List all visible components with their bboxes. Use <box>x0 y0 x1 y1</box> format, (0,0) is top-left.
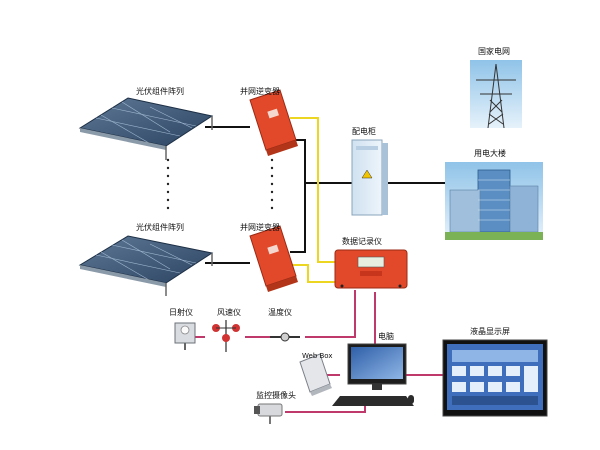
grid-label: 国家电网 <box>478 46 510 57</box>
data-logger-icon <box>335 250 407 288</box>
inverter-bottom-icon <box>250 226 298 292</box>
lcd-display-label: 液晶显示屏 <box>470 326 510 337</box>
computer-icon <box>332 344 414 406</box>
pv-array-bottom-icon <box>80 236 212 296</box>
building-label: 用电大楼 <box>474 148 506 159</box>
pv-array-bottom-label: 光伏组件阵列 <box>136 222 184 233</box>
computer-label: 电脑 <box>378 331 394 342</box>
distribution-cabinet-icon <box>352 140 388 215</box>
data-logger-label: 数据记录仪 <box>342 236 382 247</box>
camera-label: 监控摄像头 <box>256 390 296 401</box>
building-icon <box>445 162 543 240</box>
wind-meter-icon <box>212 320 240 352</box>
distribution-cabinet-label: 配电柜 <box>352 126 376 137</box>
irradiance-meter-icon <box>175 323 195 350</box>
dc-lines <box>205 127 445 263</box>
web-box-icon <box>300 354 332 396</box>
pv-array-top-label: 光伏组件阵列 <box>136 86 184 97</box>
temp-meter-icon <box>270 333 300 341</box>
signal-lines <box>290 118 340 282</box>
web-box-label: Web Box <box>302 352 333 360</box>
wind-meter-label: 风速仪 <box>217 307 241 318</box>
grid-tower-icon <box>470 60 522 128</box>
inverter-top-icon <box>250 90 298 156</box>
temp-meter-label: 温度仪 <box>268 307 292 318</box>
irradiance-meter-label: 日射仪 <box>169 307 193 318</box>
inverter-top-label: 并网逆变器 <box>240 86 280 97</box>
ellipsis-dots-left <box>167 159 169 209</box>
lcd-display-icon <box>443 340 547 416</box>
camera-icon <box>254 404 282 424</box>
pv-array-top-icon <box>80 98 212 160</box>
inverter-bottom-label: 并网逆变器 <box>240 222 280 233</box>
ellipsis-dots-right <box>271 159 273 209</box>
